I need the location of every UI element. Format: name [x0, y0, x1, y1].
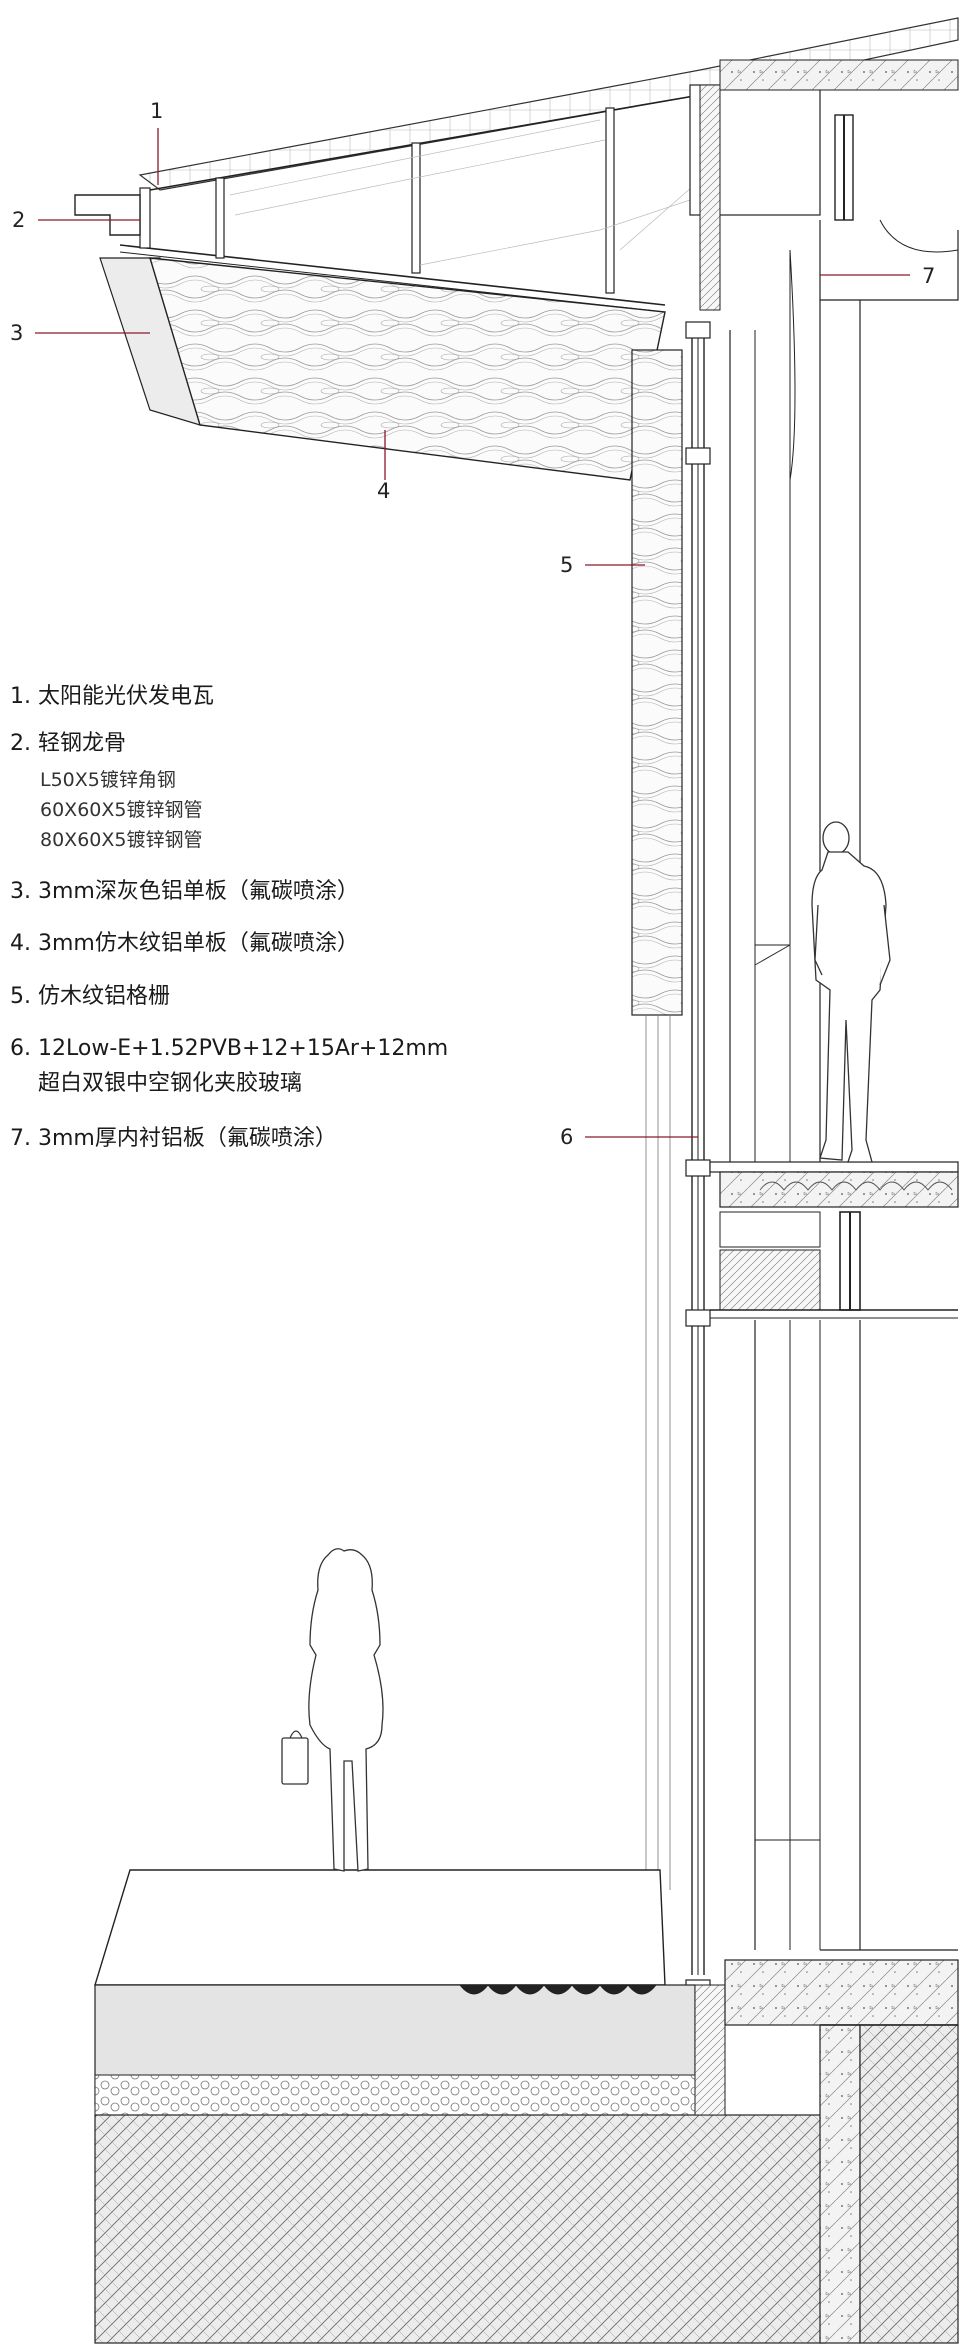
callout-numbers: 1 2 3 4 5 6 7 — [10, 99, 935, 1149]
legend-label: 轻钢龙骨 — [38, 731, 126, 756]
wood-grain-aluminum-panel — [149, 257, 666, 481]
roof-assembly — [74, 17, 959, 481]
legend-item-2: 2. 轻钢龙骨 L50X5镀锌角钢 60X60X5镀锌钢管 80X60X5镀锌钢… — [10, 731, 202, 851]
legend-label: 3mm仿木纹铝单板（氟碳喷涂） — [38, 931, 359, 956]
legend-label: 仿木纹铝格栅 — [38, 984, 170, 1009]
legend-number: 6. — [10, 1036, 31, 1061]
legend-item-6: 6. 12Low-E+1.52PVB+12+15Ar+12mm 超白双银中空钢化… — [10, 1036, 448, 1096]
legend-sub-label: 80X60X5镀锌钢管 — [40, 829, 202, 851]
legend-number: 3. — [10, 879, 31, 904]
interior-railing — [754, 944, 791, 1160]
wood-grain-aluminum-grille — [631, 349, 683, 1016]
legend-label: 3mm厚内衬铝板（氟碳喷涂） — [38, 1126, 337, 1151]
woman-silhouette-icon — [281, 1548, 384, 1872]
legend-item-5: 5. 仿木纹铝格栅 — [10, 984, 170, 1009]
light-steel-keel — [139, 107, 615, 294]
gutter — [74, 194, 141, 236]
callout-5: 5 — [560, 553, 573, 577]
legend-label: 太阳能光伏发电瓦 — [38, 684, 214, 709]
upper-floor-slab — [709, 1161, 959, 1319]
callout-6: 6 — [560, 1125, 573, 1149]
callout-3: 3 — [10, 321, 23, 345]
ground-section — [94, 1869, 959, 2344]
glass-curtain-wall — [685, 321, 711, 1997]
callout-4: 4 — [377, 479, 390, 503]
interior-structure — [729, 249, 958, 1951]
legend-item-4: 4. 3mm仿木纹铝单板（氟碳喷涂） — [10, 931, 359, 956]
callout-7: 7 — [922, 264, 935, 288]
callout-2: 2 — [12, 208, 25, 232]
legend-item-3: 3. 3mm深灰色铝单板（氟碳喷涂） — [10, 879, 359, 904]
legend-sub-label: 超白双银中空钢化夹胶玻璃 — [38, 1071, 302, 1096]
legend-sub-label: L50X5镀锌角钢 — [40, 769, 176, 791]
legend-item-1: 1. 太阳能光伏发电瓦 — [10, 684, 214, 709]
legend-sub-label: 60X60X5镀锌钢管 — [40, 799, 202, 821]
legend-number: 2. — [10, 731, 31, 756]
material-legend: 1. 太阳能光伏发电瓦 2. 轻钢龙骨 L50X5镀锌角钢 60X60X5镀锌钢… — [10, 684, 448, 1151]
legend-number: 7. — [10, 1126, 31, 1151]
callout-1: 1 — [150, 99, 163, 123]
man-silhouette-icon — [811, 821, 891, 1163]
legend-label: 12Low-E+1.52PVB+12+15Ar+12mm — [38, 1036, 448, 1061]
legend-number: 4. — [10, 931, 31, 956]
legend-number: 1. — [10, 684, 31, 709]
legend-number: 5. — [10, 984, 31, 1009]
legend-label: 3mm深灰色铝单板（氟碳喷涂） — [38, 879, 359, 904]
leader-lines — [35, 128, 910, 1138]
legend-item-7: 7. 3mm厚内衬铝板（氟碳喷涂） — [10, 1126, 337, 1151]
